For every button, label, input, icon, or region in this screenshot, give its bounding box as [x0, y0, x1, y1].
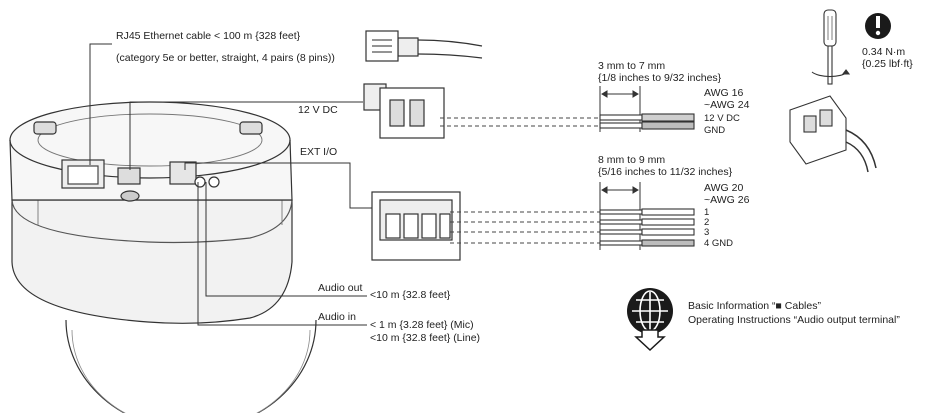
ext-io-strip-length-in: {5/16 inches to 11/32 inches} [598, 166, 733, 178]
power-strip-length: 3 mm to 7 mm [598, 60, 666, 72]
ext-io-connector [371, 191, 461, 261]
ext-io-pin-4: 4 GND [704, 238, 734, 249]
screwdriver-icon [811, 9, 851, 85]
torque-value-imperial: {0.25 lbf·ft} [862, 58, 913, 70]
power-wires [599, 113, 695, 130]
power-awg-bottom: ~AWG 24 [704, 99, 750, 111]
camera-dome [65, 319, 317, 413]
screw-terminal-connector [789, 95, 877, 173]
reference-operating-instructions: Operating Instructions “Audio output ter… [688, 314, 900, 326]
camera-housing [11, 197, 293, 324]
ext-io-pin-3: 3 [704, 227, 710, 238]
power-connector [363, 83, 445, 139]
audio-out-label: Audio out [318, 282, 363, 294]
dashed-wire-lines [440, 117, 600, 244]
power-connector-label: 12 V DC [298, 104, 338, 116]
leader-lines [89, 43, 372, 326]
ext-io-wires [599, 208, 695, 247]
ethernet-cable-label: RJ45 Ethernet cable < 100 m {328 feet} [116, 30, 301, 42]
audio-out-length: <10 m {32.8 feet} [370, 289, 451, 301]
rj45-plug [365, 30, 483, 62]
power-wire-12v: 12 V DC [704, 113, 740, 124]
ext-io-awg-top: AWG 20 [704, 182, 744, 194]
audio-in-label: Audio in [318, 311, 356, 323]
ext-io-connector-label: EXT I/O [300, 146, 338, 158]
torque-value: 0.34 N·m [862, 46, 906, 58]
audio-in-length-line: <10 m {32.8 feet} (Line) [370, 332, 481, 344]
ext-io-pin-2: 2 [704, 217, 710, 228]
power-wire-gnd: GND [704, 125, 726, 136]
reference-basic-info: Basic Information “■ Cables” [688, 300, 821, 312]
ext-io-strip-length: 8 mm to 9 mm [598, 154, 666, 166]
ext-io-wire-strip-dims [599, 182, 641, 250]
ethernet-cable-spec: (category 5e or better, straight, 4 pair… [116, 52, 335, 64]
ext-io-awg-bottom: ~AWG 26 [704, 194, 750, 206]
camera-base [9, 101, 293, 202]
caution-icon [865, 13, 891, 39]
ext-io-pin-1: 1 [704, 207, 710, 218]
audio-in-length-mic: < 1 m {3.28 feet} (Mic) [370, 319, 474, 331]
power-awg-top: AWG 16 [704, 87, 744, 99]
power-strip-length-in: {1/8 inches to 9/32 inches} [598, 72, 722, 84]
globe-icon [627, 288, 673, 352]
